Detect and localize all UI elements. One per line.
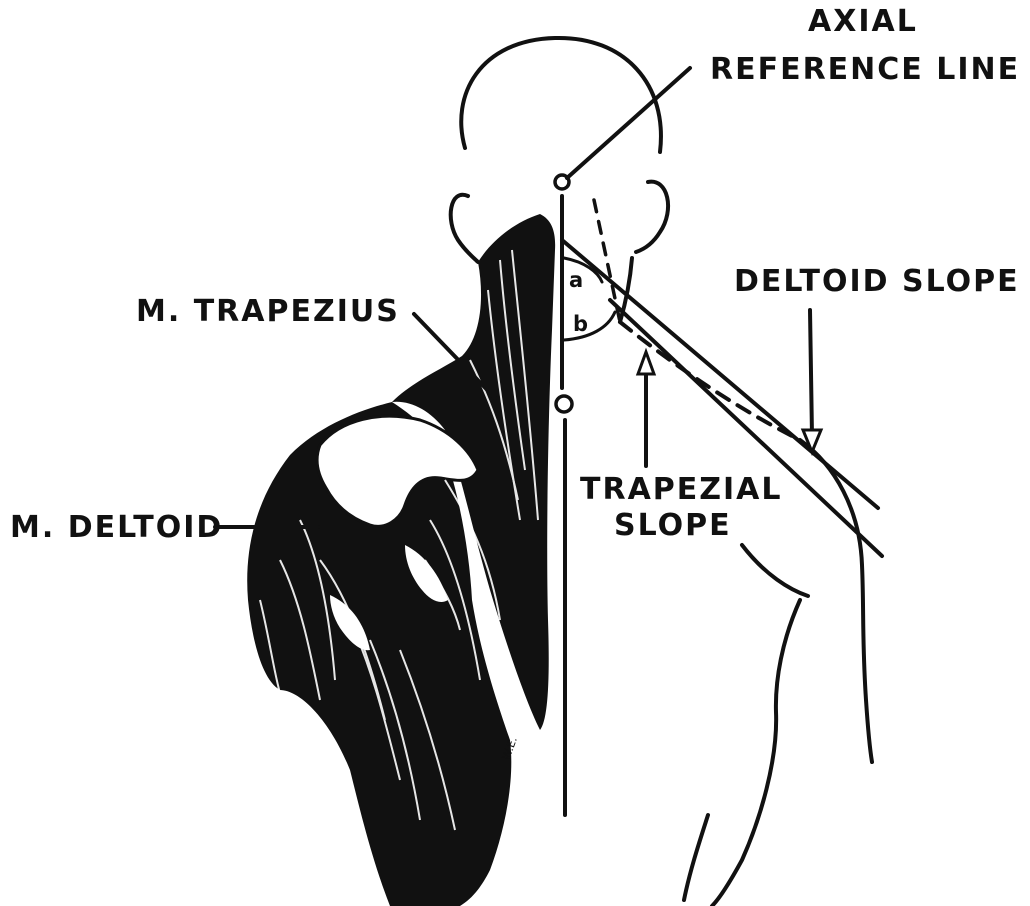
left-ear <box>451 195 478 262</box>
deltoid-slope-leader <box>810 310 812 436</box>
trapezial-label-line1: TRAPEZIAL <box>580 472 783 507</box>
trapezial-label-line2: SLOPE <box>614 508 732 543</box>
deltoid-slope-label: DELTOID SLOPE <box>734 264 1020 299</box>
trapezial-arrowhead <box>638 352 654 374</box>
axial-label-line2: REFERENCE LINE <box>710 52 1020 87</box>
m-trapezius-label: M. TRAPEZIUS <box>136 294 400 329</box>
head-outline <box>461 38 661 152</box>
angle-b-label: b <box>573 312 590 336</box>
right-back-line-1 <box>742 545 808 596</box>
right-back-line-3 <box>684 815 708 900</box>
right-ear <box>636 182 668 252</box>
axial-point-lower <box>556 396 572 412</box>
right-back-line-2 <box>712 600 800 906</box>
axial-label-line1: AXIAL <box>808 4 918 39</box>
m-deltoid-label: M. DELTOID <box>10 510 223 545</box>
angle-a-label: a <box>569 268 585 292</box>
axial-leader-line <box>567 68 690 178</box>
